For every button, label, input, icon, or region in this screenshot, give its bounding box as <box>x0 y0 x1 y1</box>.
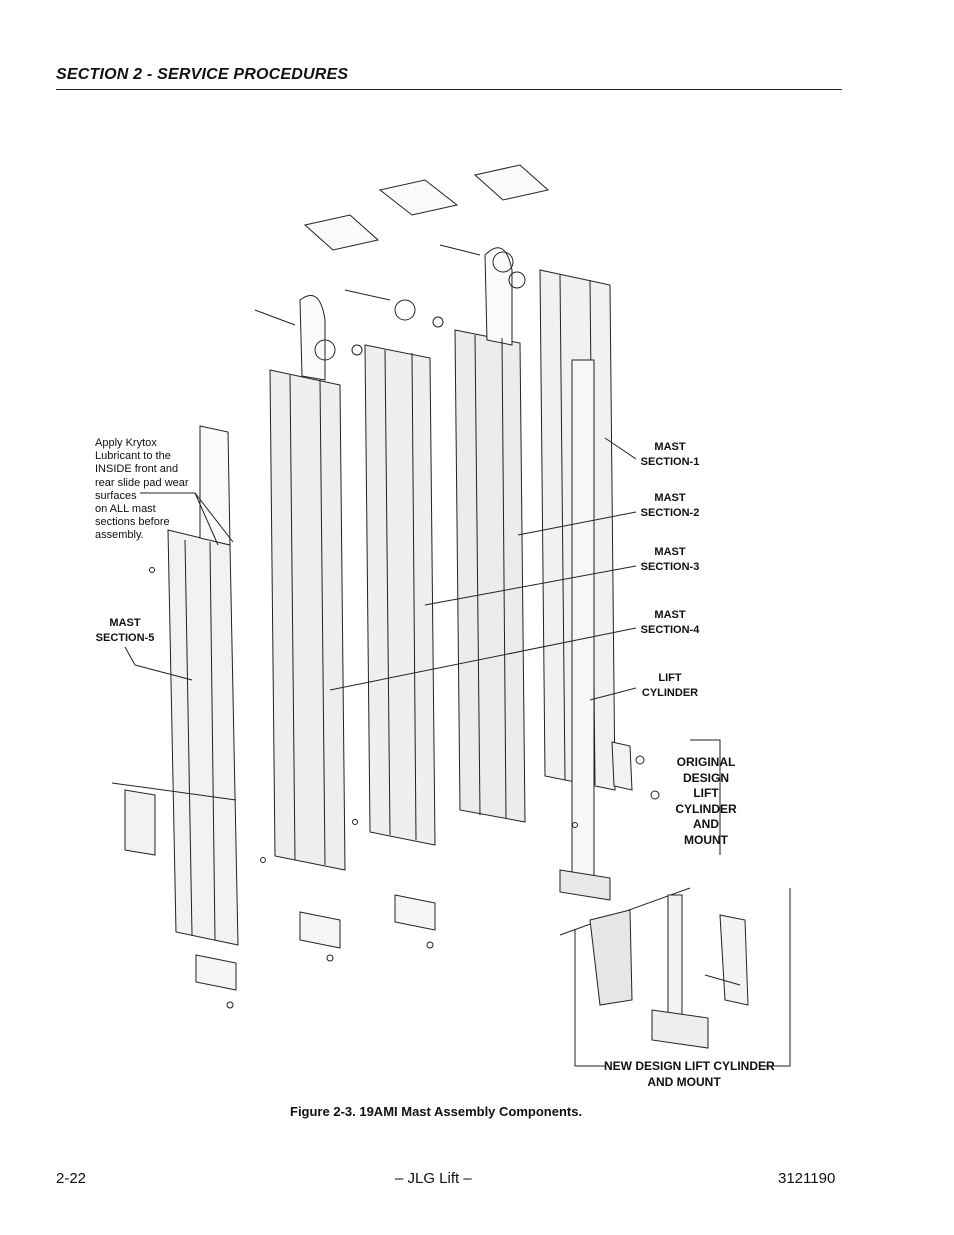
section-header: SECTION 2 - SERVICE PROCEDURES <box>56 66 349 83</box>
figure-caption: Figure 2-3. 19AMI Mast Assembly Componen… <box>290 1104 583 1119</box>
footer-doc-number: 3121190 <box>778 1170 836 1187</box>
lubricant-note: Apply Krytox Lubricant to the INSIDE fro… <box>95 437 189 542</box>
header-rule <box>56 89 842 90</box>
footer-page-number: 2-22 <box>56 1170 87 1187</box>
footer-center: – JLG Lift – <box>395 1170 472 1187</box>
